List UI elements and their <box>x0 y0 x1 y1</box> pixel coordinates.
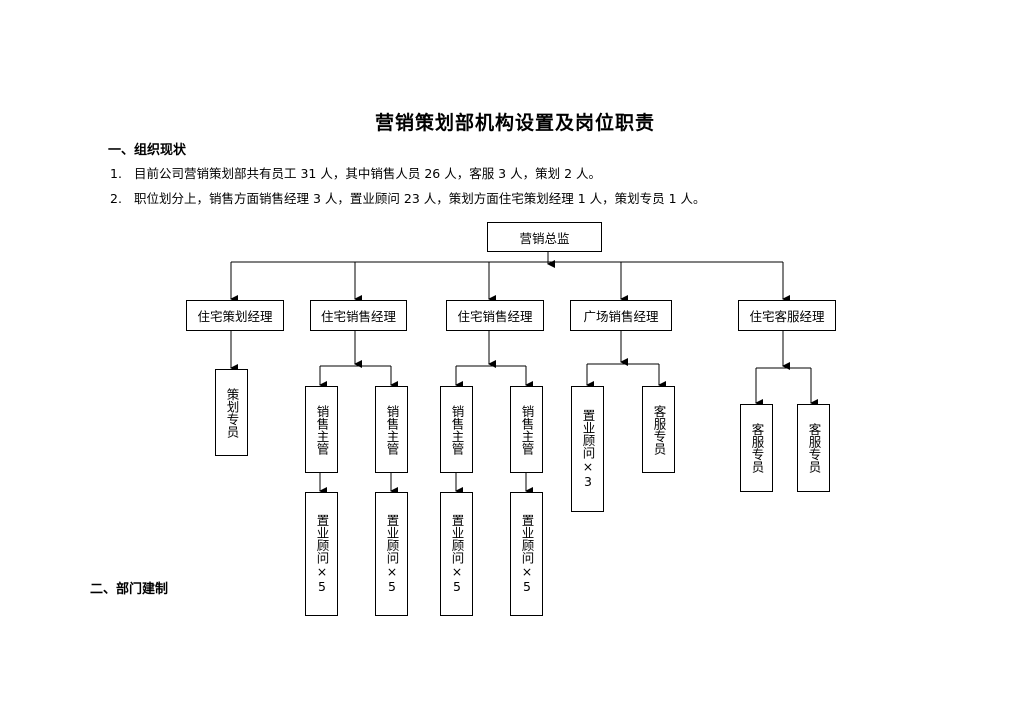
org-node-sales-supervisor: 销售主管 <box>510 386 543 473</box>
org-node-sales-supervisor: 销售主管 <box>440 386 473 473</box>
org-node-residential-sales-manager: 住宅销售经理 <box>310 300 407 331</box>
org-node-sales-consultants-x5: 置业顾问×5 <box>305 492 338 616</box>
org-node-residential-service-manager: 住宅客服经理 <box>738 300 836 331</box>
org-node-residential-sales-manager: 住宅销售经理 <box>446 300 544 331</box>
org-node-service-staff: 客服专员 <box>797 404 830 492</box>
section-heading-current-status: 一、组织现状 <box>108 143 187 158</box>
list-item: 2. 职位划分上，销售方面销售经理 3 人，置业顾问 23 人，策划方面住宅策划经… <box>110 188 706 207</box>
org-node-service-staff: 客服专员 <box>740 404 773 492</box>
org-node-sales-consultants-x5: 置业顾问×5 <box>510 492 543 616</box>
org-node-sales-consultants-x3: 置业顾问×3 <box>571 386 604 512</box>
list-item-number: 1. <box>110 166 122 181</box>
org-node-sales-supervisor: 销售主管 <box>375 386 408 473</box>
list-item-text: 目前公司营销策划部共有员工 31 人，其中销售人员 26 人，客服 3 人，策划… <box>134 166 602 181</box>
org-node-sales-supervisor: 销售主管 <box>305 386 338 473</box>
list-item: 1. 目前公司营销策划部共有员工 31 人，其中销售人员 26 人，客服 3 人，… <box>110 163 601 182</box>
section-heading-department-structure: 二、部门建制 <box>90 582 169 597</box>
list-item-text: 职位划分上，销售方面销售经理 3 人，置业顾问 23 人，策划方面住宅策划经理 … <box>134 191 706 206</box>
list-item-number: 2. <box>110 191 122 206</box>
document-title: 营销策划部机构设置及岗位职责 <box>374 112 655 134</box>
org-node-sales-consultants-x5: 置业顾问×5 <box>375 492 408 616</box>
org-node-sales-consultants-x5: 置业顾问×5 <box>440 492 473 616</box>
org-node-marketing-director: 营销总监 <box>487 222 602 252</box>
org-node-residential-planning-manager: 住宅策划经理 <box>186 300 284 331</box>
org-node-planning-staff: 策划专员 <box>215 369 248 456</box>
org-node-plaza-sales-manager: 广场销售经理 <box>570 300 672 331</box>
org-node-service-staff: 客服专员 <box>642 386 675 473</box>
